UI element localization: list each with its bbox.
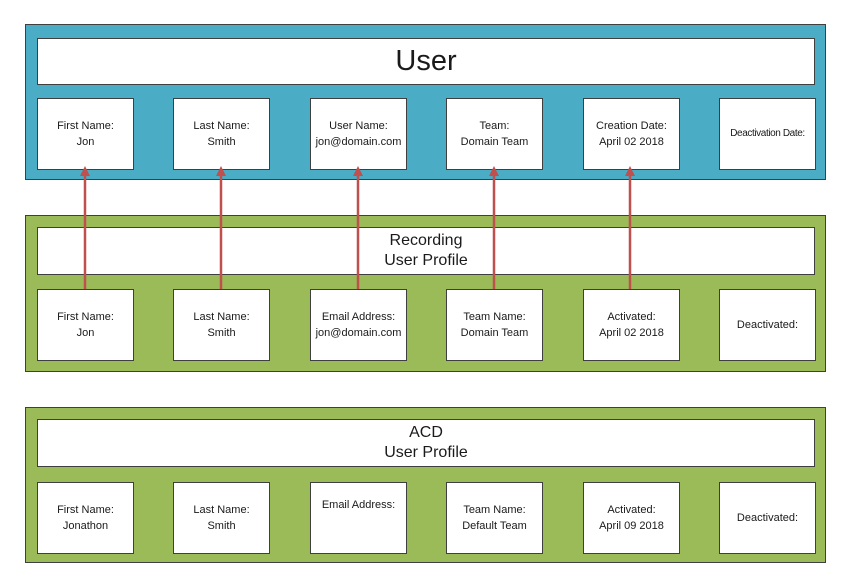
field-label: User Name: — [329, 120, 388, 132]
field-label: Last Name: — [193, 504, 250, 516]
recording-profile-panel: Recording User Profile First Name: Jon L… — [25, 215, 826, 372]
field-label: Creation Date: — [596, 120, 667, 132]
acd-activated-box: Activated: April 09 2018 — [583, 482, 680, 554]
acd-panel-title: ACD User Profile — [37, 419, 815, 467]
field-value: Jonathon — [62, 520, 109, 532]
field-value: Smith — [207, 327, 236, 339]
field-value: Smith — [207, 136, 236, 148]
field-value: April 02 2018 — [599, 136, 664, 148]
recording-activated-box: Activated: April 02 2018 — [583, 289, 680, 361]
acd-deactivated-box: Deactivated: — [719, 482, 816, 554]
recording-deactivated-box: Deactivated: — [719, 289, 816, 361]
field-label: First Name: — [57, 504, 114, 516]
user-deactivation-date-box: Deactivation Date: — [719, 98, 816, 170]
recording-first-name-box: First Name: Jon — [37, 289, 134, 361]
recording-last-name-box: Last Name: Smith — [173, 289, 270, 361]
field-label: Deactivated: — [736, 319, 799, 331]
field-value: jon@domain.com — [315, 136, 402, 148]
title-line-2: User Profile — [384, 444, 468, 461]
field-label: Team: — [479, 120, 510, 132]
field-value: Jon — [76, 136, 95, 148]
field-label: Deactivated: — [736, 512, 799, 524]
field-value: Domain Team — [460, 327, 529, 339]
field-value: jon@domain.com — [315, 327, 402, 339]
field-label: Deactivation Date: — [730, 128, 805, 139]
field-value: Domain Team — [460, 136, 529, 148]
field-label: Last Name: — [193, 311, 250, 323]
user-panel: User First Name: Jon Last Name: Smith Us… — [25, 24, 826, 180]
field-label: First Name: — [57, 120, 114, 132]
user-panel-title: User — [37, 38, 815, 85]
acd-first-name-box: First Name: Jonathon — [37, 482, 134, 554]
user-creation-date-box: Creation Date: April 02 2018 — [583, 98, 680, 170]
title-line-1: Recording — [389, 232, 463, 249]
field-value: April 02 2018 — [599, 327, 664, 339]
field-label: Email Address: — [321, 311, 396, 323]
title-line-2: User Profile — [384, 252, 468, 269]
field-label: Team Name: — [463, 311, 526, 323]
acd-last-name-box: Last Name: Smith — [173, 482, 270, 554]
field-value: Default Team — [462, 520, 527, 532]
field-label: Activated: — [607, 504, 656, 516]
field-label: Last Name: — [193, 120, 250, 132]
user-team-box: Team: Domain Team — [446, 98, 543, 170]
field-value: April 09 2018 — [599, 520, 664, 532]
field-label: Email Address: — [321, 499, 396, 511]
recording-panel-title: Recording User Profile — [37, 227, 815, 275]
recording-email-box: Email Address: jon@domain.com — [310, 289, 407, 361]
acd-profile-panel: ACD User Profile First Name: Jonathon La… — [25, 407, 826, 563]
field-label: Team Name: — [463, 504, 526, 516]
acd-team-name-box: Team Name: Default Team — [446, 482, 543, 554]
title-line-1: ACD — [409, 424, 443, 441]
user-first-name-box: First Name: Jon — [37, 98, 134, 170]
acd-email-box: Email Address: — [310, 482, 407, 554]
recording-team-name-box: Team Name: Domain Team — [446, 289, 543, 361]
user-user-name-box: User Name: jon@domain.com — [310, 98, 407, 170]
field-value: Smith — [207, 520, 236, 532]
field-label: First Name: — [57, 311, 114, 323]
field-label: Activated: — [607, 311, 656, 323]
user-last-name-box: Last Name: Smith — [173, 98, 270, 170]
field-value: Jon — [76, 327, 95, 339]
